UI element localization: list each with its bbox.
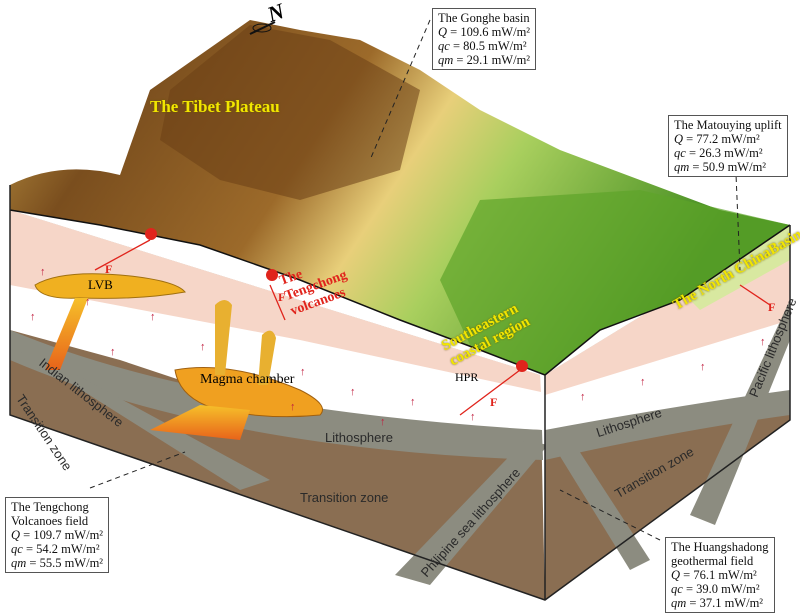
lvb-body <box>34 273 186 299</box>
q-symbol: Q <box>674 132 684 146</box>
magma-chamber-root <box>150 405 250 440</box>
heat-flow-arrows: ↑ ↑ ↑ ↑ ↑ ↑ ↑ ↑ ↑ ↑ ↑ ↑ ↑ ↑ ↑ ↑ <box>30 266 766 428</box>
svg-text:↑: ↑ <box>85 296 91 308</box>
q-value: = 77.2 mW/m² <box>686 132 760 146</box>
fault-label-4: F <box>768 300 776 314</box>
tengchong-field-box: The Tengchong Volcanoes field Q = 109.7 … <box>5 497 110 573</box>
qc-symbol: qc <box>674 146 686 160</box>
qc-value: = 39.0 mW/m² <box>685 582 760 596</box>
qm-symbol: qm <box>11 556 27 570</box>
magma-dike-1 <box>215 300 232 375</box>
qm-symbol: qm <box>671 596 687 610</box>
transition-zone-center-label: Transition zone <box>300 490 389 505</box>
box-title-line2: Volcanoes field <box>11 514 89 528</box>
fault-label-3: F <box>490 395 498 409</box>
svg-text:↑: ↑ <box>150 311 156 323</box>
qm-value: = 37.1 mW/m² <box>689 596 764 610</box>
gonghe-basin-box: The Gonghe basin Q = 109.6 mW/m² qc = 80… <box>432 8 537 70</box>
box-title: The Gonghe basin <box>438 11 530 25</box>
qc-value: = 80.5 mW/m² <box>452 39 527 53</box>
magma-dike-2 <box>258 330 276 385</box>
q-symbol: Q <box>671 568 681 582</box>
indian-slab <box>10 345 270 490</box>
svg-text:↑: ↑ <box>760 336 766 348</box>
huangshadong-field-box: The Huangshadong geothermal field Q = 76… <box>665 537 775 613</box>
svg-text:↑: ↑ <box>470 411 476 423</box>
svg-text:↑: ↑ <box>380 416 386 428</box>
qc-symbol: qc <box>11 542 23 556</box>
qc-symbol: qc <box>671 582 683 596</box>
lvb-label: LVB <box>88 277 113 292</box>
svg-text:↑: ↑ <box>290 401 296 413</box>
qc-value: = 54.2 mW/m² <box>25 542 100 556</box>
lithosphere-band-left <box>10 330 543 460</box>
box-title-line2: geothermal field <box>671 554 754 568</box>
svg-text:↑: ↑ <box>200 341 206 353</box>
volcano-marker-1 <box>145 228 157 240</box>
magma-chamber-label: Magma chamber <box>200 372 295 387</box>
fault-line-1 <box>94 239 151 271</box>
svg-text:↑: ↑ <box>640 376 646 388</box>
box-title: The Huangshadong <box>671 540 769 554</box>
fault-line-3 <box>459 369 521 416</box>
svg-text:↑: ↑ <box>30 311 36 323</box>
tibet-plateau-label: The Tibet Plateau <box>150 97 280 116</box>
fault-line-4 <box>739 284 771 306</box>
green-lowland <box>440 190 790 375</box>
lithosphere-center-label: Lithosphere <box>325 430 393 445</box>
svg-text:↑: ↑ <box>350 386 356 398</box>
fault-label-2: F <box>278 290 286 304</box>
qm-value: = 55.5 mW/m² <box>29 556 104 570</box>
q-value: = 109.6 mW/m² <box>450 25 531 39</box>
leader-lines <box>89 19 741 541</box>
q-symbol: Q <box>11 528 21 542</box>
lithosphere-band-right <box>545 390 790 460</box>
fault-line-2 <box>269 284 286 321</box>
philipine-slab <box>395 440 548 585</box>
volcano-marker-2 <box>266 269 278 281</box>
terrain-dark-ridge <box>160 25 420 200</box>
block-outline <box>9 185 791 601</box>
hpr-label: HPR <box>455 370 479 384</box>
box-title: The Matouying uplift <box>674 118 782 132</box>
qm-symbol: qm <box>438 53 454 67</box>
matouying-uplift-box: The Matouying uplift Q = 77.2 mW/m² qc =… <box>668 115 788 177</box>
q-symbol: Q <box>438 25 448 39</box>
qc-value: = 26.3 mW/m² <box>688 146 763 160</box>
svg-text:↑: ↑ <box>410 396 416 408</box>
q-value: = 109.7 mW/m² <box>23 528 104 542</box>
svg-text:↑: ↑ <box>300 366 306 378</box>
qm-symbol: qm <box>674 160 690 174</box>
lvb-conduit <box>45 298 88 370</box>
qm-value: = 29.1 mW/m² <box>456 53 531 67</box>
left-face-crust <box>10 210 541 392</box>
svg-text:↑: ↑ <box>110 346 116 358</box>
north-arrow-icon <box>249 21 276 35</box>
right-slab <box>550 440 650 570</box>
svg-text:↑: ↑ <box>40 266 46 278</box>
q-value: = 76.1 mW/m² <box>683 568 757 582</box>
magma-chamber-body <box>174 367 323 418</box>
qm-value: = 50.9 mW/m² <box>692 160 767 174</box>
box-title: The Tengchong <box>11 500 89 514</box>
svg-text:↑: ↑ <box>580 391 586 403</box>
north-china-basin-fill <box>680 225 790 310</box>
volcano-marker-3 <box>516 360 528 372</box>
svg-text:↑: ↑ <box>700 361 706 373</box>
fault-label-1: F <box>105 262 113 276</box>
pacific-slab <box>690 300 790 525</box>
qc-symbol: qc <box>438 39 450 53</box>
